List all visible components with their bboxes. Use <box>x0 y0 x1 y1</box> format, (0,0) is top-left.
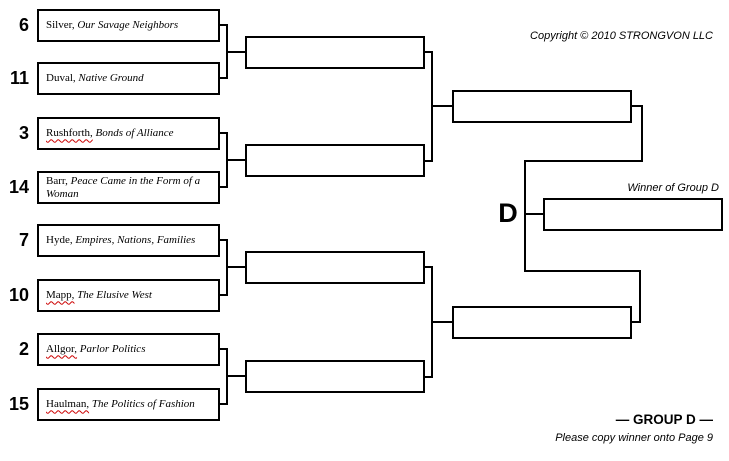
entry-title: Bonds of Alliance <box>95 127 174 140</box>
entry-text: Silver, Our Savage Neighbors <box>39 19 180 32</box>
entry-author: Mapp, <box>46 289 75 302</box>
connector-stub-2 <box>228 159 245 161</box>
entry-text: Allgor, Parlor Politics <box>39 343 147 356</box>
entry-box-6: Mapp, The Elusive West <box>37 279 220 312</box>
entry-title: Parlor Politics <box>79 343 146 356</box>
entry-title: The Elusive West <box>77 289 152 302</box>
entry-text: Barr, Peace Came in the Form of a Woman <box>39 175 218 200</box>
connector-stub-3 <box>228 266 245 268</box>
round2-slot-2 <box>245 144 425 177</box>
connector-pair-1 <box>220 24 228 79</box>
entry-title: Our Savage Neighbors <box>77 19 179 32</box>
entry-author: Barr, <box>46 175 68 187</box>
final-slot <box>543 198 723 231</box>
winner-label: Winner of Group D <box>627 182 719 194</box>
final-connector-h2 <box>524 160 643 162</box>
seed-number-1: 6 <box>18 15 29 35</box>
entry-author: Silver, <box>46 19 75 32</box>
entry-text: Duval, Native Ground <box>39 72 146 85</box>
entry-box-5: Hyde, Empires, Nations, Families <box>37 224 220 257</box>
entry-title: The Politics of Fashion <box>91 398 195 411</box>
copy-instruction: Please copy winner onto Page 9 <box>555 432 713 444</box>
entry-author: Haulman, <box>46 398 90 411</box>
connector-pair-3 <box>220 239 228 296</box>
group-letter: D <box>498 198 518 228</box>
group-label: — GROUP D — <box>615 412 713 427</box>
entry-text: Mapp, The Elusive West <box>39 289 154 302</box>
connector-pair-2 <box>220 132 228 188</box>
connector-semi-bottom <box>425 266 433 378</box>
seed-number-4: 14 <box>8 177 29 197</box>
entry-author: Hyde, <box>46 234 73 247</box>
entry-title: Peace Came in the Form of a Woman <box>46 175 201 200</box>
seed-number-7: 2 <box>18 339 29 359</box>
entry-box-8: Haulman, The Politics of Fashion <box>37 388 220 421</box>
entry-box-2: Duval, Native Ground <box>37 62 220 95</box>
entry-box-7: Allgor, Parlor Politics <box>37 333 220 366</box>
connector-stub-1 <box>228 51 245 53</box>
final-connector-v2 <box>524 160 526 272</box>
entry-title: Empires, Nations, Families <box>75 234 196 247</box>
entry-author: Duval, <box>46 72 76 85</box>
seed-number-6: 10 <box>8 285 29 305</box>
semifinal-slot-2 <box>452 306 632 339</box>
round2-slot-3 <box>245 251 425 284</box>
connector-semi-top <box>425 51 433 162</box>
entry-box-3: Rushforth, Bonds of Alliance <box>37 117 220 150</box>
final-connector-v1 <box>641 105 643 162</box>
entry-title: Native Ground <box>78 72 144 85</box>
final-connector-h1 <box>632 105 643 107</box>
final-connector-stub <box>526 213 543 215</box>
seed-number-3: 3 <box>18 123 29 143</box>
entry-text: Rushforth, Bonds of Alliance <box>39 127 176 140</box>
entry-author: Allgor, <box>46 343 78 356</box>
entry-text: Haulman, The Politics of Fashion <box>39 398 197 411</box>
entry-author: Rushforth, <box>46 127 93 140</box>
seed-number-5: 7 <box>18 230 29 250</box>
connector-pair-4 <box>220 348 228 405</box>
copyright-text: Copyright © 2010 STRONGVON LLC <box>530 30 713 42</box>
final-connector-h3 <box>524 270 641 272</box>
entry-box-1: Silver, Our Savage Neighbors <box>37 9 220 42</box>
seed-number-2: 11 <box>9 68 29 88</box>
seed-number-8: 15 <box>8 394 29 414</box>
connector-stub-semi-top <box>433 105 452 107</box>
round2-slot-4 <box>245 360 425 393</box>
connector-stub-semi-bottom <box>433 321 452 323</box>
connector-stub-4 <box>228 375 245 377</box>
entry-box-4: Barr, Peace Came in the Form of a Woman <box>37 171 220 204</box>
final-connector-h4 <box>632 321 641 323</box>
entry-text: Hyde, Empires, Nations, Families <box>39 234 197 247</box>
final-connector-v3 <box>639 270 641 323</box>
semifinal-slot-1 <box>452 90 632 123</box>
round2-slot-1 <box>245 36 425 69</box>
